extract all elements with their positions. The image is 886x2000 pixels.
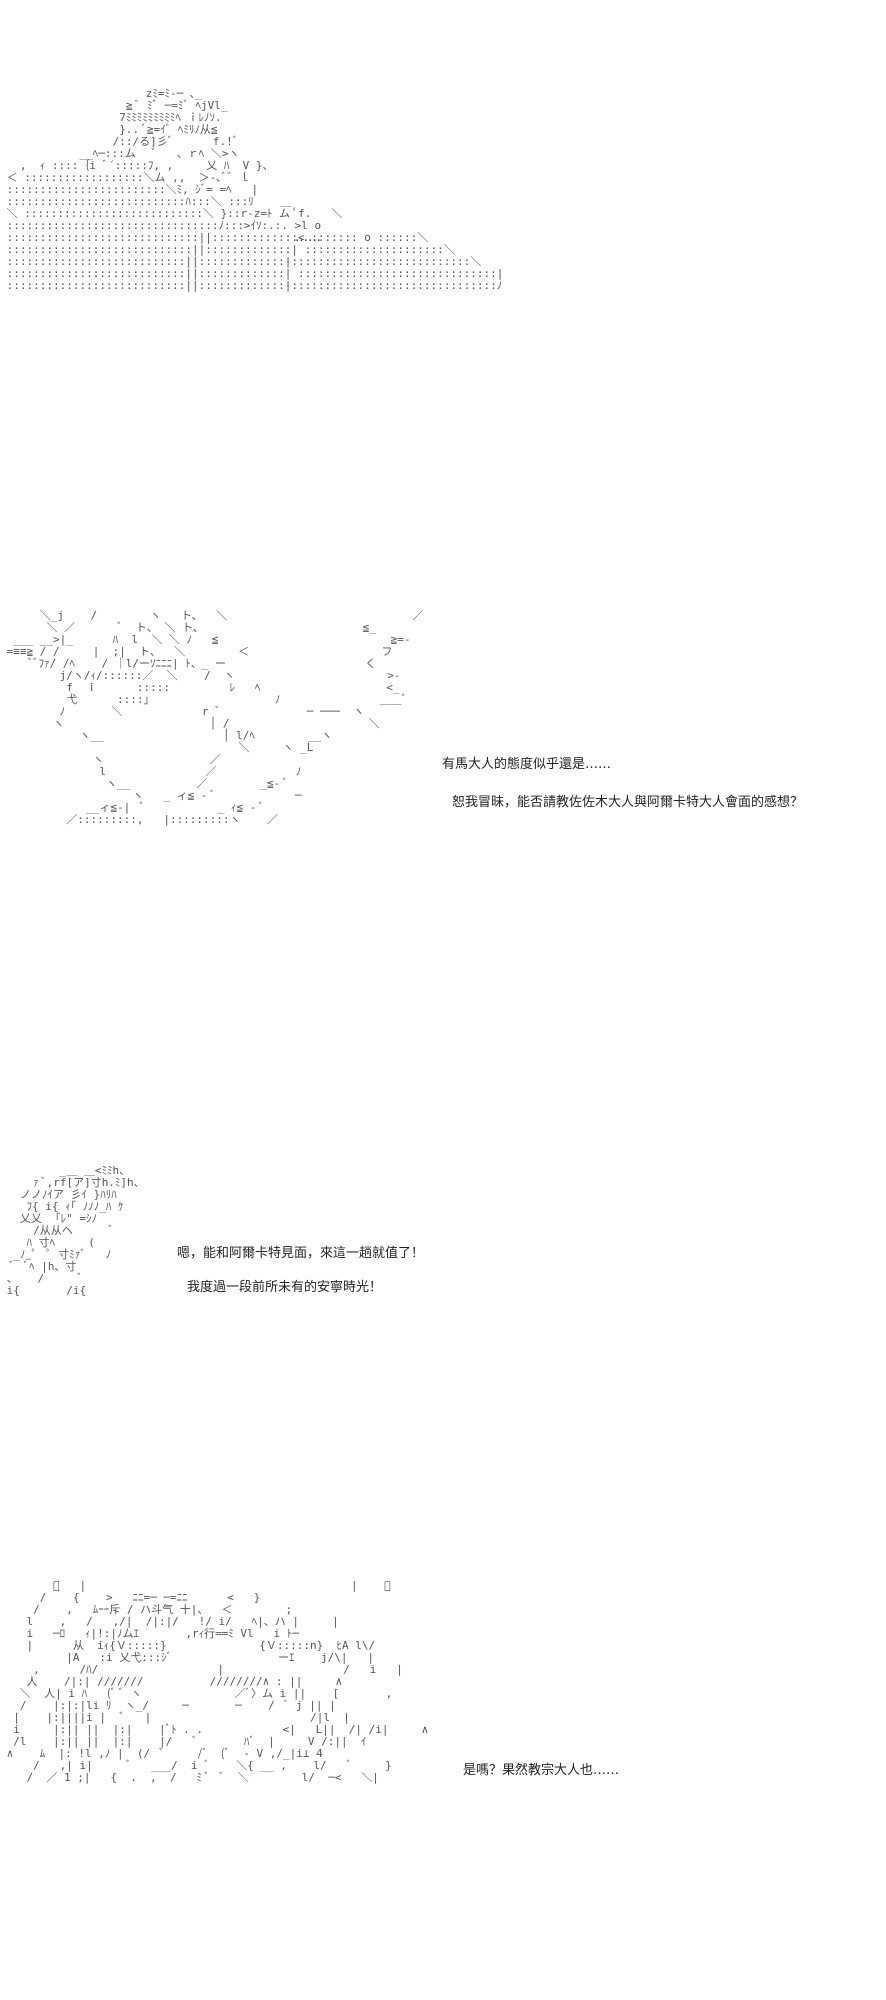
ascii-art-figure-4: ﾞ | | ﾞ / { > ﾆﾆ=─ ─=ﾆﾆ < } / , ﾑｰｰ斥 / ハ… [6, 1579, 429, 1784]
ascii-art-figure-2: ＼_j / ヽ ト、 ＼ ／ ＼ ／ ﾞ ト、 ＼ ト、 ≦_ ___ __>|… [6, 609, 424, 826]
dialog-line: 是嗎？果然教宗大人也…… [463, 1763, 620, 1778]
dialog-line: 我度過一段前所未有的安寧時光！ [187, 1280, 383, 1295]
ascii-art-figure-3: _＿ ＿<ﾐﾐh、 ｧ ﾞ,rf[ア]寸h.ﾐ]h、 ノノﾉｲア 彡ｲ }ﾊﾘﾊ… [6, 1164, 145, 1297]
ascii-art-figure-1: zﾐ=ﾐ-─ ､_ ≧ ﾞ ﾐﾞ ─=ﾐﾞ ﾍjVl_ 7ﾐﾐﾐﾐﾐﾐﾐﾐﾐﾍ … [6, 87, 504, 292]
dialog-line: 有馬大人的態度似乎還是…… [442, 757, 612, 772]
dialog-line: 恕我冒昧，能否請教佐佐木大人與阿爾卡特大人會面的感想？ [452, 795, 804, 810]
dialog-line: 嗯，能和阿爾卡特見面，來這一趟就值了！ [177, 1246, 425, 1261]
ellipsis-text: …… [295, 230, 321, 245]
